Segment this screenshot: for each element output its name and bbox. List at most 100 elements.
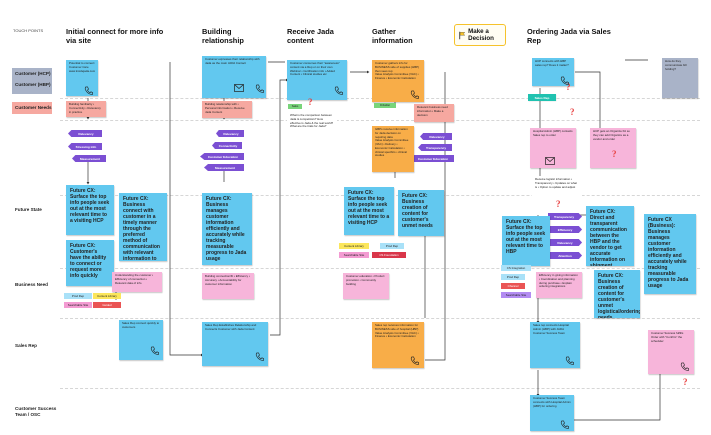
phase-header-receive-content: Receive Jada content (287, 27, 334, 45)
sticky-business-need-1: Understanding the customer • Efficiency … (112, 272, 162, 292)
phone-icon (560, 76, 569, 85)
sticky-receive-content: Customer consumes their "awareness" cont… (287, 60, 347, 100)
mini-searchable-site-2: Searchable Site (339, 252, 369, 258)
tag-efficiency: Efficiency (550, 226, 582, 233)
row-label-customer-hcp: Customer (HCP) (15, 71, 51, 76)
mini-cs-foundation: CS Foundation (372, 252, 406, 258)
sticky-future-cx-8: Future CX: Direct and transparent commun… (586, 206, 634, 266)
mail-icon (234, 84, 244, 92)
note-receive-logistics: Receive logistic information • Transpare… (532, 176, 582, 204)
sticky-future-cx-6: Future CX: Business creation of content … (398, 190, 444, 236)
tag-relevancy: Relevancy (68, 130, 102, 137)
phone-icon (680, 362, 689, 371)
phase-header-building-relationship: Building relationship (202, 27, 244, 45)
sticky-bill-holding: How do they communicate bill holding? (662, 58, 698, 98)
mini-prod-rep-3: Prod Rep (501, 274, 525, 280)
tag-measurement: Measurement (72, 155, 106, 162)
sticky-future-cx-7: Future CX: Surface the top info people s… (502, 216, 550, 266)
question-mark-icon: ? (570, 107, 575, 117)
phone-icon (410, 90, 419, 99)
phone-icon (565, 356, 574, 365)
tag-measurement-2: Measurement (204, 164, 244, 171)
phone-icon (150, 346, 159, 355)
lane-divider (60, 388, 700, 389)
sticky-sales-rep-gather: Sales rep receives information for BUSIN… (372, 322, 424, 368)
question-mark-icon: ? (612, 149, 617, 159)
row-label-bg-customer (12, 68, 52, 94)
sticky-future-cx-3: Future CX: Customer's have the ability t… (66, 240, 114, 286)
mini-content-library-2: Content Library (339, 243, 369, 249)
mini-prod-rep-2: Prod Rep (380, 243, 404, 249)
sticky-hcp-connect: HCP connects with HBP sales rep? Does it… (532, 58, 574, 86)
sticky-gbp-info: GBPs receive information for Jada decisi… (372, 126, 414, 172)
sticky-future-cx-5: Future CX: Surface the top info people s… (344, 187, 394, 235)
row-label-customer-needs: Customer Needs (15, 105, 52, 110)
sticky-customer-initial-connect: Potential to connect Customer Care www.i… (66, 60, 98, 96)
mini-content-library: Content Library (93, 293, 121, 299)
mini-tag-green-2: Dr/tablet (374, 103, 396, 108)
phone-icon (334, 86, 343, 95)
row-label-business-need: Business Need (15, 282, 48, 287)
sticky-future-cx-4: Future CX: Business manages customer inf… (202, 193, 252, 265)
sticky-customer-need-initial: Building familiarity • Connectivity • Re… (66, 101, 106, 117)
sticky-hcp-organize-kit: HCP gets an Organize Kit so they can add… (590, 128, 636, 168)
phone-icon (255, 84, 264, 93)
mini-guided: Guided (93, 302, 121, 308)
question-mark-icon: ? (556, 199, 561, 209)
sticky-sales-rep-1: Sales Rep connect quickly to customers (119, 320, 163, 360)
phone-icon (560, 420, 569, 429)
tag-stressing-info: Stressing info (68, 143, 102, 150)
tag-customer-education: Customer Education (200, 153, 244, 160)
sticky-future-cx-9: Future CX: Business creation of content … (594, 270, 640, 318)
mini-searchable-site: Searchable Site (64, 302, 92, 308)
tag-relevancy-3: Relevancy (420, 133, 452, 140)
phase-header-make-decision: Make a Decision (468, 27, 494, 42)
phase-header-initial-connect: Initial connect for more info via site (66, 27, 164, 45)
tag-transparency-2: Transparency (548, 213, 582, 220)
sticky-future-cx-2: Future CX: Business connect with custome… (119, 193, 167, 261)
tag-customer-education-2: Customer Education (410, 155, 454, 162)
sticky-customer-success-fulfill: Customer Success fulfills Order with "Co… (648, 330, 694, 374)
sticky-cs-team-connect: Customer Success Team connects with Hosp… (530, 395, 574, 431)
mini-tag-green: Sales (288, 104, 302, 109)
tag-relevancy-4: Relevancy (550, 239, 582, 246)
sticky-business-need-3: Customer education • Product promotion •… (343, 273, 389, 299)
phone-icon (255, 352, 264, 361)
row-label-bg-needs (12, 102, 52, 114)
mini-searchable-site-3: Searchable Site (501, 292, 531, 298)
sticky-customer-building: Customer expresses their relationship wi… (202, 56, 266, 98)
mini-channel: Channel (501, 283, 525, 289)
make-decision-card: Make a Decision (454, 24, 506, 46)
sticky-business-need-2: Building connection/fit • Efficiency • A… (202, 273, 254, 299)
sticky-future-cx-10: Future CX (Business): Business manages c… (644, 214, 696, 294)
mini-prod-rep: Prod Rep (64, 293, 92, 299)
lane-divider (60, 120, 700, 121)
sticky-future-cx-1: Future CX: Surface the top info people s… (66, 185, 114, 235)
mini-cs-integration: CS Integration (501, 265, 531, 271)
tag-transparency: Transparency (418, 144, 452, 151)
phone-icon (410, 356, 419, 365)
mail-icon (545, 157, 555, 165)
row-label-sales-rep: Sales Rep (15, 343, 37, 348)
lane-divider (60, 318, 700, 319)
note-comparison-question: What is the comparison between Jada & co… (287, 112, 337, 146)
sticky-sales-rep-2: Sales Rep Establishes Relationship and C… (202, 322, 268, 366)
lane-divider (60, 268, 700, 269)
sticky-customer-need-building: Building relationship with • Personal in… (202, 101, 252, 118)
sticky-sales-rep-connect-hbp: Sales rep connects Hospital Admin (HBP) … (530, 322, 580, 368)
tag-relevancy-2: Relevancy (216, 130, 244, 137)
question-mark-icon: ? (566, 82, 571, 92)
sticky-gather-info: Customer gathers info for BUSINESS side … (372, 60, 424, 102)
flag-icon (459, 31, 466, 39)
row-label-customer-hbp: Customer (HBP) (15, 82, 51, 87)
tag-sales-rep: Sales Rep (528, 94, 556, 101)
row-label-customer-success: Customer Success Team / OSC (15, 406, 57, 417)
sticky-business-need-4: Efficiency in giving information • Coord… (536, 272, 582, 298)
tag-attention: Attention (550, 252, 582, 259)
tag-connectivity: Connectivity (212, 142, 242, 149)
sticky-customer-need-gather: Relevant business need information • Mak… (414, 104, 454, 122)
question-mark-icon: ? (308, 97, 313, 107)
phase-header-gather-information: Gather information (372, 27, 413, 45)
phase-header-ordering: Ordering Jada via Sales Rep (527, 27, 611, 45)
